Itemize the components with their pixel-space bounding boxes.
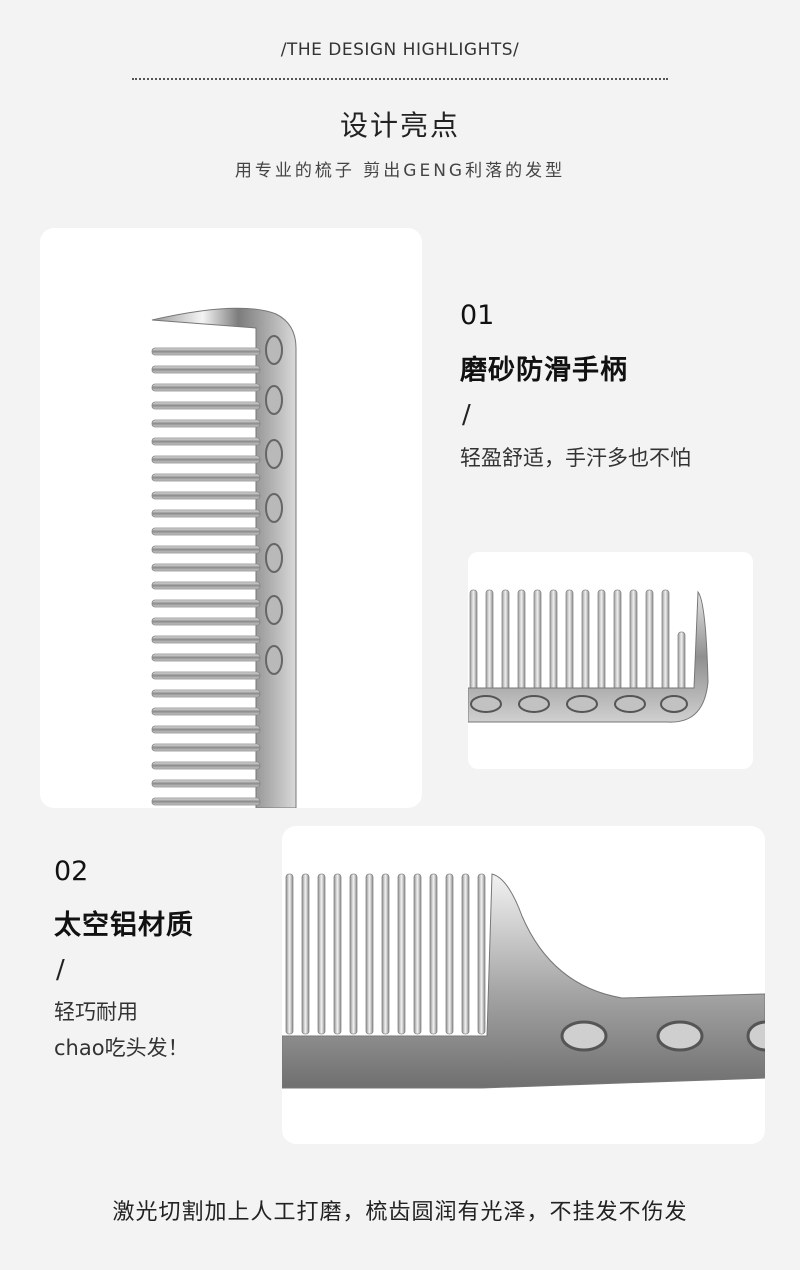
feature-1-description: 轻盈舒适，手汗多也不怕 — [460, 446, 691, 470]
comb-tail-illustration — [282, 873, 765, 1089]
comb-horizontal-image — [468, 552, 753, 769]
feature-1-number: 01 — [460, 300, 495, 331]
feature-2-description-line-1: 轻巧耐用 — [54, 1000, 138, 1024]
page-title: 设计亮点 — [339, 109, 460, 142]
feature-1-slash: / — [462, 400, 471, 430]
feature-2-slash: / — [56, 955, 65, 985]
dotted-divider — [132, 78, 668, 80]
feature-2-number: 02 — [54, 856, 89, 887]
comb-vertical-image — [40, 228, 422, 808]
comb-tail-image — [282, 826, 765, 1144]
comb-horizontal-illustration — [468, 589, 709, 723]
feature-2-heading: 太空铝材质 — [54, 910, 194, 941]
feature-2-description-line-2: chao吃头发！ — [54, 1036, 189, 1060]
comb-vertical-illustration — [151, 307, 297, 808]
section-eyebrow: /THE DESIGN HIGHLIGHTS/ — [280, 40, 520, 60]
feature-1-heading: 磨砂防滑手柄 — [460, 355, 628, 386]
footer-caption: 激光切割加上人工打磨，梳齿圆润有光泽，不挂发不伤发 — [112, 1200, 688, 1225]
page-subtitle: 用专业的梳子 剪出GENG利落的发型 — [234, 161, 566, 181]
